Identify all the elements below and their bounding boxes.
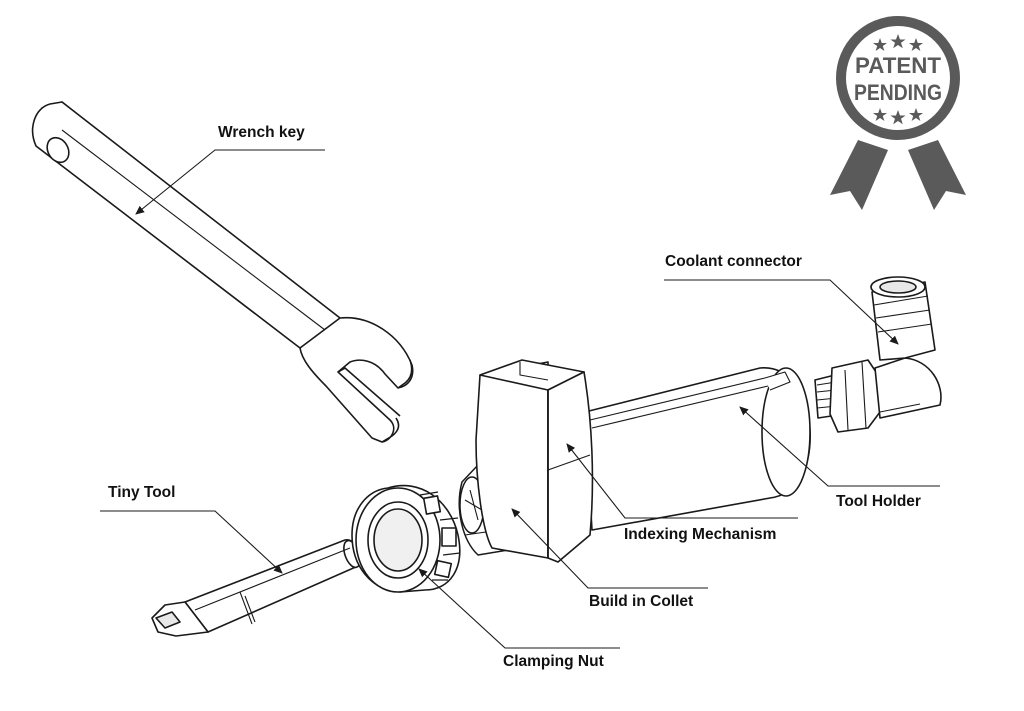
label-build-in-collet: Build in Collet <box>589 593 694 610</box>
badge-stars-top <box>873 34 923 51</box>
badge-ribbon-left <box>830 140 888 210</box>
badge-stars-bottom <box>873 108 923 125</box>
leader-indexing-mechanism <box>566 443 798 519</box>
coolant-connector <box>814 276 942 433</box>
badge-text-line1: PATENT <box>855 53 942 78</box>
callout-lines <box>100 149 940 649</box>
leader-build-in-collet <box>511 508 708 589</box>
leader-coolant-connector <box>664 279 899 345</box>
leader-tool-holder <box>739 406 940 487</box>
badge-text-line2: PENDING <box>854 80 942 105</box>
label-indexing-mechanism: Indexing Mechanism <box>624 526 777 543</box>
wrench-hole <box>46 136 70 164</box>
tool-holder <box>584 367 811 531</box>
leader-clamping-nut <box>418 568 620 649</box>
badge-inner-disc <box>846 26 950 130</box>
indexing-mechanism <box>475 359 594 563</box>
patent-pending-badge: PATENT PENDING <box>830 16 966 210</box>
badge-ribbon-right <box>908 140 966 210</box>
label-wrench-key: Wrench key <box>218 124 305 141</box>
label-clamping-nut: Clamping Nut <box>503 653 604 670</box>
wrench-key <box>31 101 414 443</box>
tiny-tool <box>151 539 361 637</box>
leader-wrench-key <box>135 149 325 215</box>
leader-tiny-tool <box>100 510 283 574</box>
clamping-nut <box>351 484 461 593</box>
label-tool-holder: Tool Holder <box>836 493 921 510</box>
label-coolant-connector: Coolant connector <box>665 253 802 270</box>
label-tiny-tool: Tiny Tool <box>108 484 176 501</box>
